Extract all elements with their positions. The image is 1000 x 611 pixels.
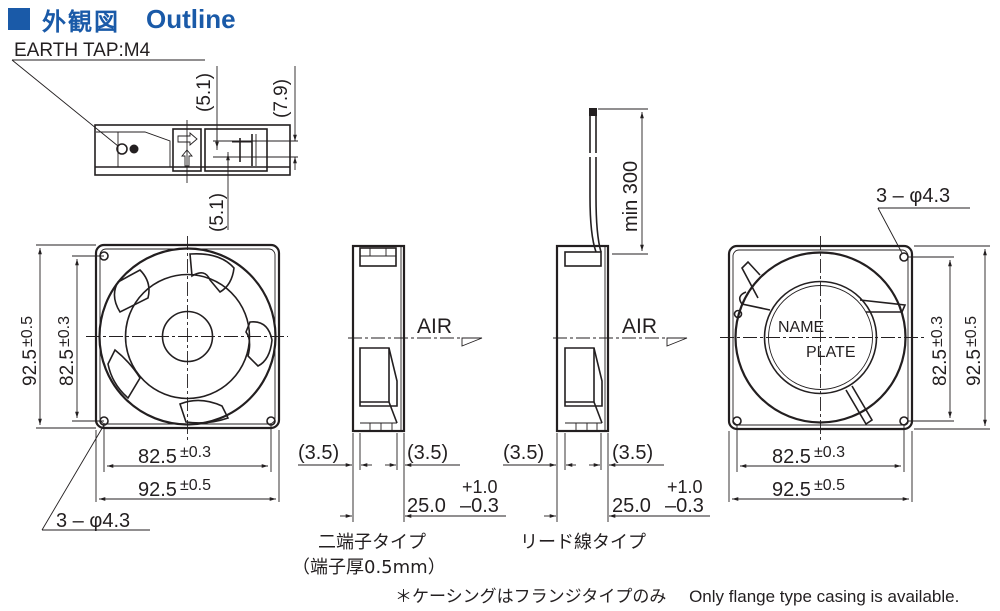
side-view-lead: AIR min 300 (3.5) (3.5) +1.0 25.0 –0.3 リ… — [503, 108, 710, 553]
lead-dim-left: (3.5) — [503, 442, 544, 464]
earth-tap-label: EARTH TAP:M4 — [14, 40, 151, 61]
section-header: 外観図 Outline — [8, 2, 236, 36]
dim-5-1-top: (5.1) — [194, 73, 215, 112]
rear-view: NAME PLATE 3 – φ4.3 82.5±0.3 92.5±0.5 82… — [720, 185, 990, 502]
rear-callout-leader — [877, 207, 903, 254]
rear-lead-hole — [733, 309, 743, 319]
front-width-outer: 92.5±0.5 — [138, 477, 211, 501]
lead-caption: リード線タイプ — [520, 532, 646, 553]
front-width-inner: 82.5±0.3 — [138, 444, 211, 468]
footnote-japanese: ＊ケーシングはフランジタイプのみ — [395, 587, 667, 607]
rear-height-inner: 82.5±0.3 — [929, 316, 951, 386]
terminal-side-body — [351, 244, 406, 433]
earth-tap-screw — [129, 144, 139, 154]
terminal-dim-left: (3.5) — [298, 442, 339, 464]
hole-callout-leader — [41, 424, 105, 531]
name-plate-line1: NAME — [778, 319, 824, 336]
side-view-terminal: AIR (3.5) (3.5) +1.0 25.0 –0.3 二端子タイプ （端… — [292, 244, 506, 578]
header-square-icon — [8, 8, 30, 30]
footnote: ＊ケーシングはフランジタイプのみ Only flange type casing… — [395, 582, 959, 607]
terminal-air-label: AIR — [417, 315, 452, 338]
lead-side-window — [564, 347, 603, 407]
title-english: Outline — [146, 3, 236, 34]
terminal-side-top-recess — [359, 247, 397, 267]
top-view: EARTH TAP:M4 (5.1) (5.1) (7.9) — [11, 40, 298, 232]
terminal-caption-line2: （端子厚0.5mm） — [292, 557, 446, 578]
airflow-direction-arrow-icon — [177, 132, 198, 146]
terminal-depth-tol-plus: +1.0 — [462, 477, 498, 497]
front-view: 92.5±0.5 82.5±0.3 82.5±0.3 92.5±0.5 3 – … — [19, 236, 288, 532]
rear-height-outer: 92.5±0.5 — [963, 316, 985, 386]
terminal-side-window — [359, 347, 398, 407]
rear-mounting-hole-top-right — [899, 252, 909, 262]
lead-dim-right: (3.5) — [612, 442, 653, 464]
lead-depth-tol-minus: –0.3 — [665, 495, 704, 517]
side-window-line — [388, 401, 398, 424]
rear-mounting-hole-bottom-left — [732, 416, 742, 426]
name-plate-line2: PLATE — [806, 344, 856, 361]
terminal-caption-line1: 二端子タイプ — [318, 532, 426, 553]
lead-side-top-recess — [564, 251, 602, 267]
front-height-inner: 82.5±0.3 — [56, 316, 78, 386]
terminal-depth-tol-minus: –0.3 — [460, 495, 499, 517]
footnote-english: Only flange type casing is available. — [689, 587, 960, 606]
lead-depth-tol-plus: +1.0 — [667, 477, 703, 497]
front-blades — [107, 252, 273, 424]
side-window-line — [593, 401, 603, 424]
rear-hole-callout: 3 – φ4.3 — [876, 185, 950, 207]
rear-struts — [738, 260, 907, 426]
lead-wire-tip — [589, 108, 597, 116]
lead-length: min 300 — [620, 161, 642, 232]
rear-width-outer: 92.5±0.5 — [772, 477, 845, 501]
top-view-body — [94, 124, 291, 176]
rear-width-inner: 82.5±0.3 — [772, 444, 845, 468]
terminal-section — [204, 128, 268, 172]
terminal-depth: 25.0 — [407, 495, 446, 517]
dim-7-9: (7.9) — [271, 79, 292, 118]
title-japanese: 外観図 — [42, 7, 120, 36]
air-direction-arrow-icon — [666, 337, 688, 347]
earth-tap-hole — [116, 143, 128, 155]
terminal-dim-right: (3.5) — [407, 442, 448, 464]
earth-tap-leader — [11, 59, 119, 147]
rear-mounting-hole-bottom-right — [899, 416, 909, 426]
air-direction-arrow-icon — [461, 337, 483, 347]
lead-wire-2 — [595, 108, 602, 253]
dim-5-1-bottom: (5.1) — [207, 193, 228, 232]
lead-air-label: AIR — [622, 315, 657, 338]
lead-wire — [589, 108, 597, 253]
top-view-tap-housing — [96, 131, 171, 167]
front-height-outer: 92.5±0.5 — [19, 316, 41, 386]
lead-depth: 25.0 — [612, 495, 651, 517]
lead-side-body — [555, 244, 610, 433]
front-hole-callout: 3 – φ4.3 — [56, 510, 130, 532]
